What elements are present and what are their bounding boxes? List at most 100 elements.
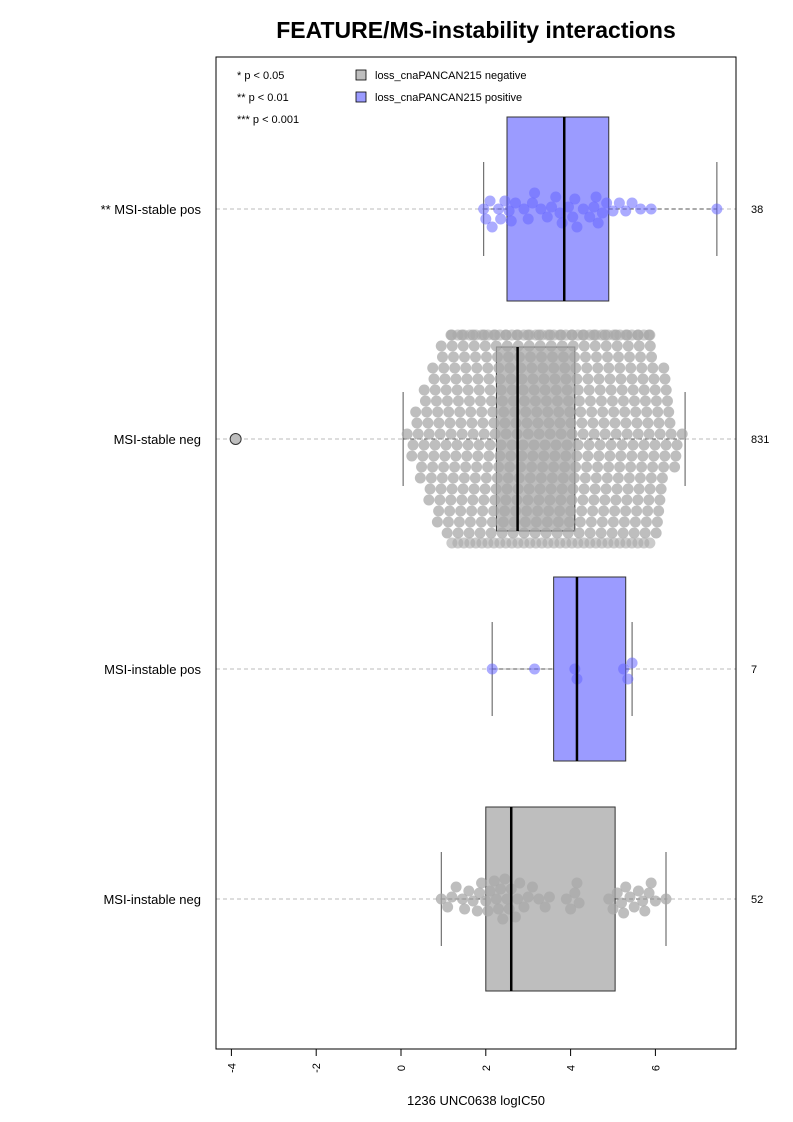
data-point	[627, 439, 639, 451]
data-point	[523, 340, 535, 352]
data-point	[599, 494, 611, 506]
data-point	[482, 905, 494, 917]
data-point	[431, 516, 443, 528]
data-point	[518, 527, 530, 539]
data-point	[546, 351, 558, 363]
data-point	[501, 340, 513, 352]
group-label: MSI-instable neg	[103, 892, 201, 907]
data-point	[509, 197, 521, 209]
x-axis-label: 1236 UNC0638 logIC50	[407, 1093, 545, 1108]
data-point	[465, 406, 477, 418]
data-point	[643, 494, 655, 506]
data-point	[444, 505, 456, 517]
data-point	[569, 887, 581, 899]
data-point	[471, 461, 483, 473]
data-point	[606, 395, 618, 407]
data-point	[507, 527, 519, 539]
data-point	[588, 428, 600, 440]
data-point	[495, 439, 507, 451]
data-point	[676, 428, 688, 440]
data-point	[589, 483, 601, 495]
data-point	[661, 395, 673, 407]
data-point	[671, 439, 683, 451]
data-point	[649, 895, 661, 907]
data-point	[476, 406, 488, 418]
data-point	[618, 663, 630, 675]
data-point	[648, 373, 660, 385]
data-point	[516, 450, 528, 462]
data-point	[586, 406, 598, 418]
data-point	[530, 516, 542, 528]
data-point	[468, 340, 480, 352]
data-point	[605, 384, 617, 396]
data-point	[590, 472, 602, 484]
data-point	[451, 439, 463, 451]
data-point	[479, 340, 491, 352]
data-point	[650, 527, 662, 539]
data-point	[499, 873, 511, 885]
data-point	[487, 406, 499, 418]
chart-title: FEATURE/MS-instability interactions	[276, 17, 676, 43]
data-point	[626, 197, 638, 209]
data-point	[423, 494, 435, 506]
data-point	[578, 340, 590, 352]
group-count: 38	[751, 204, 763, 216]
data-point	[459, 903, 471, 915]
data-point	[633, 340, 645, 352]
data-point	[516, 373, 528, 385]
data-point	[628, 527, 640, 539]
data-point	[534, 340, 546, 352]
data-point	[611, 887, 623, 899]
data-point	[653, 417, 665, 429]
data-point	[466, 417, 478, 429]
data-point	[644, 537, 656, 549]
data-point	[551, 395, 563, 407]
data-point	[498, 406, 510, 418]
data-point	[637, 373, 649, 385]
data-point	[626, 373, 638, 385]
data-point	[575, 406, 587, 418]
group-count: 831	[751, 434, 769, 446]
data-point	[644, 483, 656, 495]
data-point	[643, 887, 655, 899]
data-point	[496, 395, 508, 407]
data-point	[428, 373, 440, 385]
data-point	[435, 340, 447, 352]
data-point	[543, 891, 555, 903]
data-point	[439, 373, 451, 385]
data-point	[427, 461, 439, 473]
data-point	[500, 428, 512, 440]
data-point	[495, 384, 507, 396]
data-point	[461, 373, 473, 385]
data-point	[474, 395, 486, 407]
data-point	[628, 395, 640, 407]
data-point	[561, 439, 573, 451]
data-point	[510, 417, 522, 429]
data-point	[595, 527, 607, 539]
data-point	[447, 351, 459, 363]
data-point	[424, 483, 436, 495]
data-point	[572, 384, 584, 396]
data-point	[588, 494, 600, 506]
data-point	[565, 417, 577, 429]
data-point	[588, 201, 600, 213]
data-point	[635, 203, 647, 215]
data-point	[642, 505, 654, 517]
data-point	[486, 516, 498, 528]
data-point	[450, 450, 462, 462]
data-point	[455, 417, 467, 429]
data-point	[623, 351, 635, 363]
data-point	[476, 877, 488, 889]
data-point	[604, 450, 616, 462]
data-point	[579, 472, 591, 484]
data-point	[505, 450, 517, 462]
data-point	[539, 901, 551, 913]
data-point	[527, 450, 539, 462]
data-point	[589, 340, 601, 352]
data-point	[645, 877, 657, 889]
data-point	[544, 428, 556, 440]
data-point	[592, 461, 604, 473]
data-point	[432, 406, 444, 418]
data-point	[554, 207, 566, 219]
data-point	[640, 516, 652, 528]
